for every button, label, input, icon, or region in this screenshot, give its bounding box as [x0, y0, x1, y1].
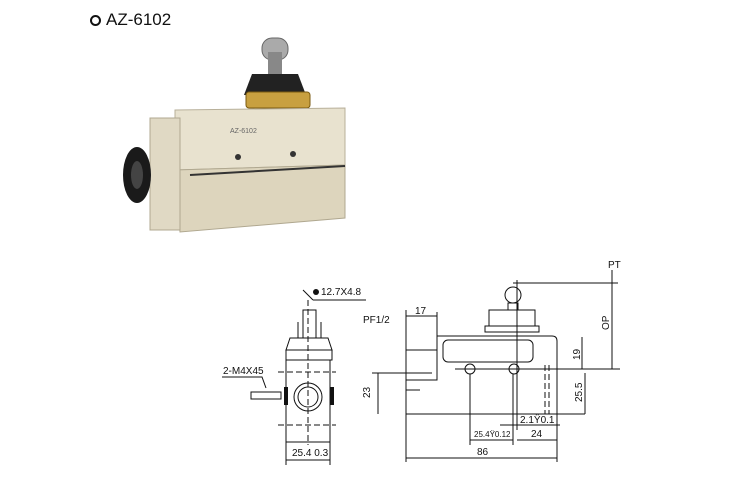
model-title: AZ-6102: [90, 10, 171, 30]
dim-24: 24: [531, 429, 543, 440]
dim-86: 86: [477, 447, 489, 458]
dim-op: OP: [601, 315, 612, 330]
dim-17: 17: [415, 306, 427, 317]
bullet-icon: [90, 14, 101, 26]
dim-23: 23: [362, 386, 373, 398]
conduit-label: PF1/2: [363, 315, 390, 326]
product-photo: AZ-6102: [123, 37, 346, 233]
screw-dimension-label: 2-M4X45: [223, 366, 264, 377]
dim-pt: PT: [608, 260, 621, 271]
dim-25-4: 25.4Ÿ0.12: [474, 430, 511, 439]
svg-text:AZ-6102: AZ-6102: [230, 128, 257, 135]
front-width-label: 25.4 0.3: [292, 448, 329, 459]
front-view-drawing: [222, 289, 366, 465]
model-name: AZ-6102: [106, 10, 172, 29]
dim-25-5: 25.5: [574, 382, 585, 402]
side-view-drawing: [372, 270, 620, 462]
dim-2-1: 2.1Ÿ0.1: [520, 414, 555, 426]
roller-dimension-label: 12.7X4.8: [321, 287, 361, 298]
dim-19: 19: [572, 348, 583, 360]
